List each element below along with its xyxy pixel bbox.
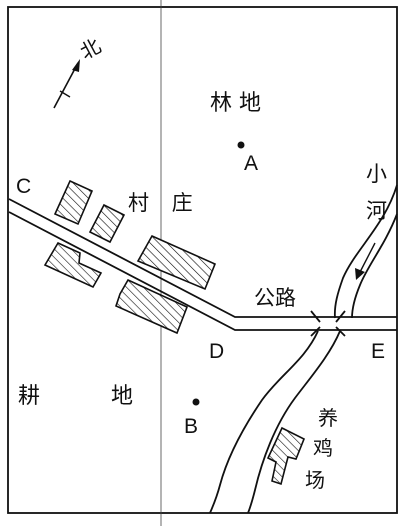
chicken-farm-label-1: 养 bbox=[318, 406, 338, 430]
bridge-icon bbox=[310, 310, 346, 337]
river-lower bbox=[209, 330, 341, 514]
forest-label: 林 地 bbox=[210, 91, 261, 116]
building bbox=[115, 278, 189, 335]
river-label-1: 小 bbox=[366, 162, 387, 186]
building bbox=[43, 241, 103, 289]
point-d-label: D bbox=[209, 340, 224, 363]
point-e-label: E bbox=[371, 340, 385, 363]
river-upper bbox=[333, 184, 398, 319]
chicken-farm-building bbox=[266, 426, 306, 486]
village-label: 村 庄 bbox=[128, 191, 201, 215]
building bbox=[88, 203, 126, 244]
point-a-label: A bbox=[244, 152, 258, 175]
farmland-label: 耕 地 bbox=[18, 384, 165, 409]
point-b-label: B bbox=[184, 415, 198, 438]
road bbox=[8, 198, 397, 331]
building bbox=[136, 234, 217, 291]
river-label-2: 河 bbox=[366, 199, 387, 223]
point-a-dot bbox=[237, 141, 245, 149]
building bbox=[53, 179, 94, 226]
point-c-label: C bbox=[16, 175, 31, 198]
point-b-dot bbox=[192, 398, 200, 406]
road-label: 公路 bbox=[254, 286, 296, 310]
village-buildings bbox=[43, 179, 217, 335]
chicken-farm-label-2: 鸡 bbox=[313, 436, 333, 460]
chicken-farm-label-3: 场 bbox=[305, 468, 325, 492]
flow-arrow-icon bbox=[355, 242, 376, 280]
north-arrow-icon bbox=[53, 59, 80, 109]
